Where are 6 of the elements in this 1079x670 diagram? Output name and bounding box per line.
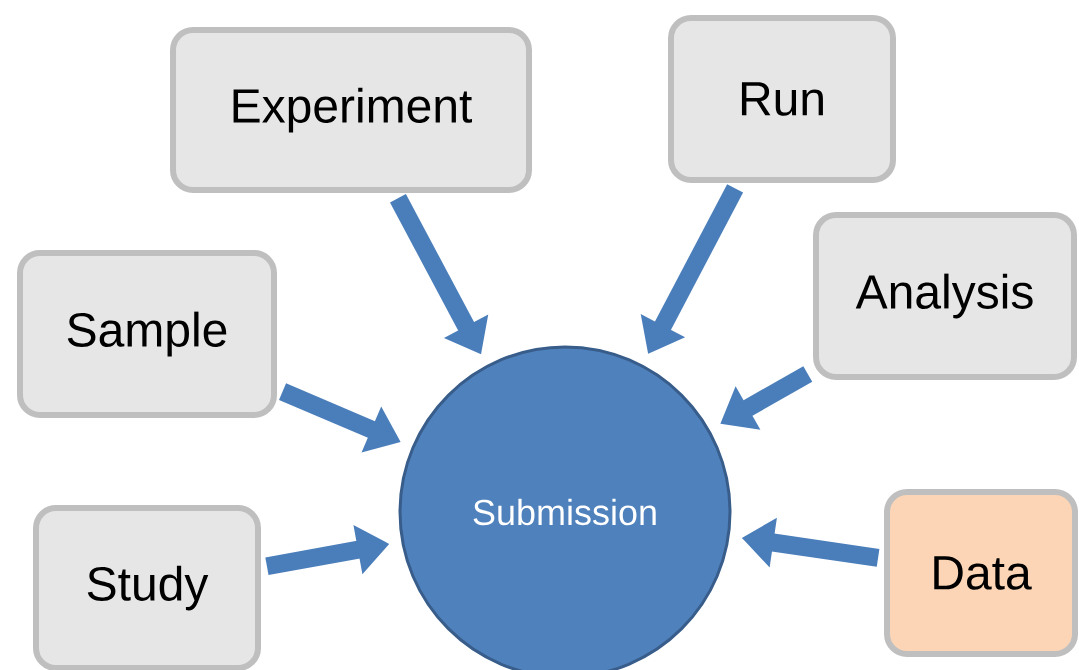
entity-box: Analysis: [813, 212, 1077, 380]
entity-box: Sample: [17, 250, 277, 418]
entity-box: Data: [884, 489, 1078, 657]
entity-box: Study: [33, 505, 261, 670]
entity-box: Experiment: [170, 27, 532, 193]
entity-box: Run: [668, 15, 896, 183]
